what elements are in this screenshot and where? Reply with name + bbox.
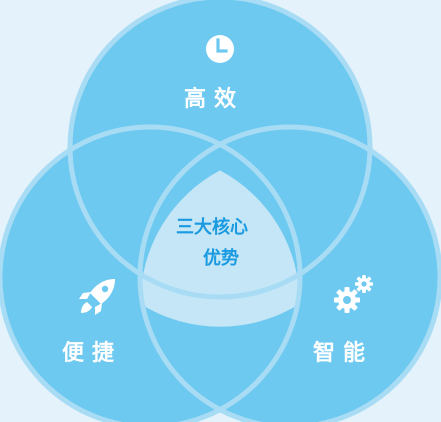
center-overlap-region (140, 170, 300, 327)
circle-top-outline (67, 0, 373, 300)
label-efficient: 高效 (184, 87, 245, 112)
label-intelligent: 智能 (313, 341, 374, 366)
rocket-icon (79, 279, 115, 315)
circle-right-outline (137, 124, 441, 422)
clock-icon (206, 35, 234, 63)
gears-icon (334, 275, 373, 313)
circle-left-outline (0, 124, 303, 422)
center-title-line-1: 三大核心 (176, 217, 248, 238)
center-title-line-2: 优势 (203, 248, 239, 269)
label-convenient: 便捷 (62, 341, 123, 366)
